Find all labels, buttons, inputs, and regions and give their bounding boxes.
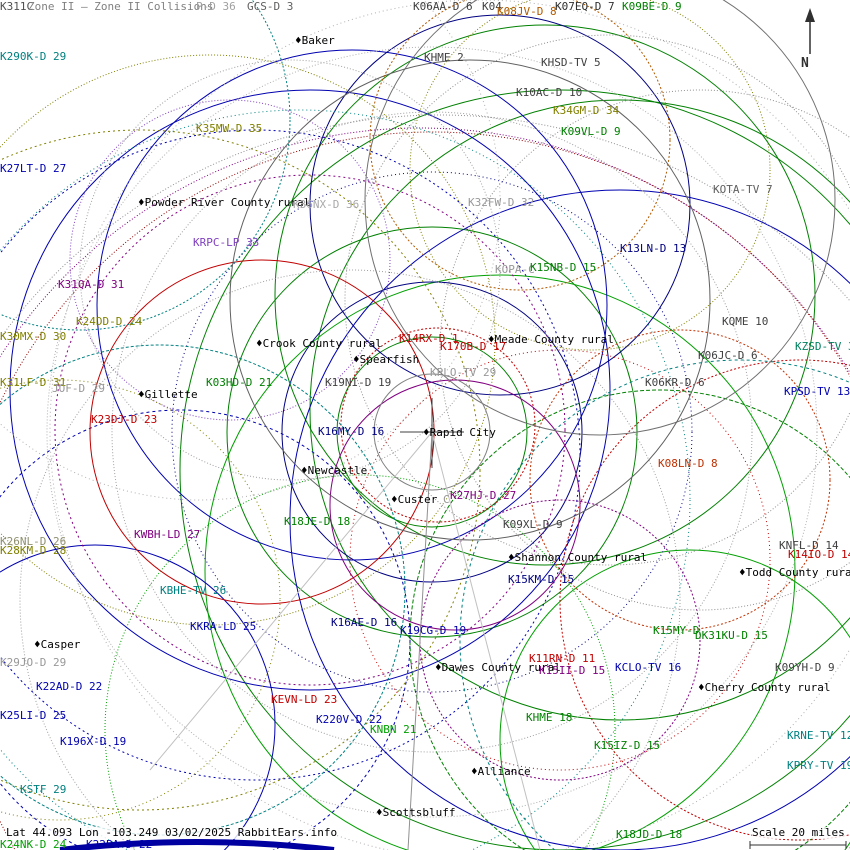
contour-circle [0,379,281,821]
contour-circle [111,111,753,753]
contour-circle [409,389,850,850]
contour-circle [0,129,481,811]
contour-circle [96,49,608,561]
contour-circle [0,544,276,850]
contour-circle [529,329,831,631]
contour-circle [373,373,491,491]
contour-circle [329,379,581,631]
contour-circle [289,189,850,850]
contour-circle [19,269,681,850]
contour-circle [364,0,836,436]
contour-circle [309,14,691,396]
contour-circle [281,281,583,583]
map-line [149,431,433,771]
contour-circle [0,54,496,626]
contour-circle [229,59,711,541]
contour-circle [104,474,616,850]
contour-circle [0,109,691,850]
contour-circle [369,0,671,291]
contour-circle [0,0,291,331]
contour-circle [9,89,611,691]
contour-circle [439,89,850,611]
contour-circle [409,0,771,351]
contour-circle [274,24,816,566]
contour-circle [499,549,850,850]
lines-group [59,398,847,850]
contour-circle [559,359,850,841]
north-arrow-icon [805,8,815,54]
contour-circle [171,171,693,693]
contour-circle [0,129,581,781]
contour-circle [419,499,701,781]
contour-circle [204,274,796,850]
contour-circle [46,46,818,818]
contour-circle [0,344,406,836]
contour-circle [79,59,501,481]
contour-circle [49,0,850,850]
contour-circle [0,127,850,375]
map-line [407,431,433,850]
contour-circle [0,114,850,340]
contour-circle [54,174,566,686]
contour-circle [349,349,771,771]
contour-circle [0,409,411,850]
scale-label: Scale 20 miles [752,826,845,839]
contour-circle [344,34,850,566]
map-line [431,431,541,850]
status-coordinates: Lat 44.093 Lon -103.249 03/02/2025 Rabbi… [6,826,338,839]
contour-circle [336,336,528,528]
contour-circle [89,259,435,605]
north-label: N [801,56,809,71]
contour-circle [69,99,391,421]
map-arc [59,839,335,850]
contour-circle [309,99,850,721]
contour-circle [0,0,501,501]
contour-circle [340,327,536,523]
contour-circle [179,89,850,850]
